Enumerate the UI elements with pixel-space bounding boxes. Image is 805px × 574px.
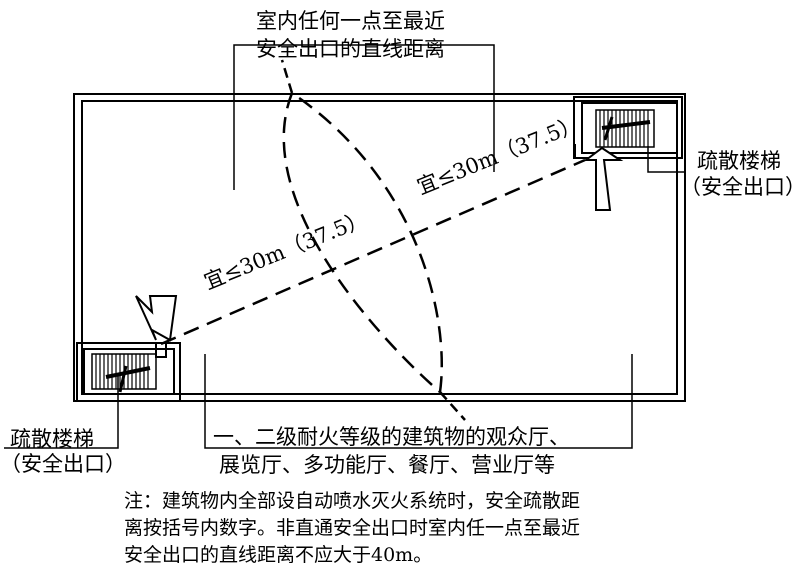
bottom-callout-line1: 一、二级耐火等级的建筑物的观众厅、 <box>213 425 570 449</box>
stair-left-icon <box>76 342 181 402</box>
left-callout-bracket <box>4 374 119 449</box>
top-callout-bracket <box>233 44 495 190</box>
note-line2: 离按括号内数字。非直通安全出口时室内任一点至最近 <box>124 517 581 539</box>
stair-left-label-line2: （安全出口） <box>0 452 126 476</box>
building-outline <box>73 93 686 402</box>
exit-arrow-left-icon <box>135 295 178 342</box>
stair-right-label-line2: （安全出口） <box>680 175 805 199</box>
stair-left-label-line1: 疏散楼梯 <box>10 427 94 451</box>
bottom-callout-line2: 展览厅、多功能厅、餐厅、营业厅等 <box>219 453 555 477</box>
top-callout-line2: 安全出口的直线距离 <box>256 37 445 61</box>
note-line3: 安全出口的直线距离不应大于40m。 <box>124 544 433 566</box>
top-callout-line1: 室内任何一点至最近 <box>256 9 445 33</box>
stair-right-label-line1: 疏散楼梯 <box>697 149 781 173</box>
bottom-callout-bracket <box>204 354 633 449</box>
note-line1: 注：建筑物内全部设自动喷水灭火系统时，安全疏散距 <box>124 490 581 512</box>
right-callout-bracket <box>647 146 684 173</box>
distance-lines <box>160 59 586 421</box>
exit-arrow-right-icon <box>583 146 624 211</box>
stair-right-icon <box>573 96 683 159</box>
